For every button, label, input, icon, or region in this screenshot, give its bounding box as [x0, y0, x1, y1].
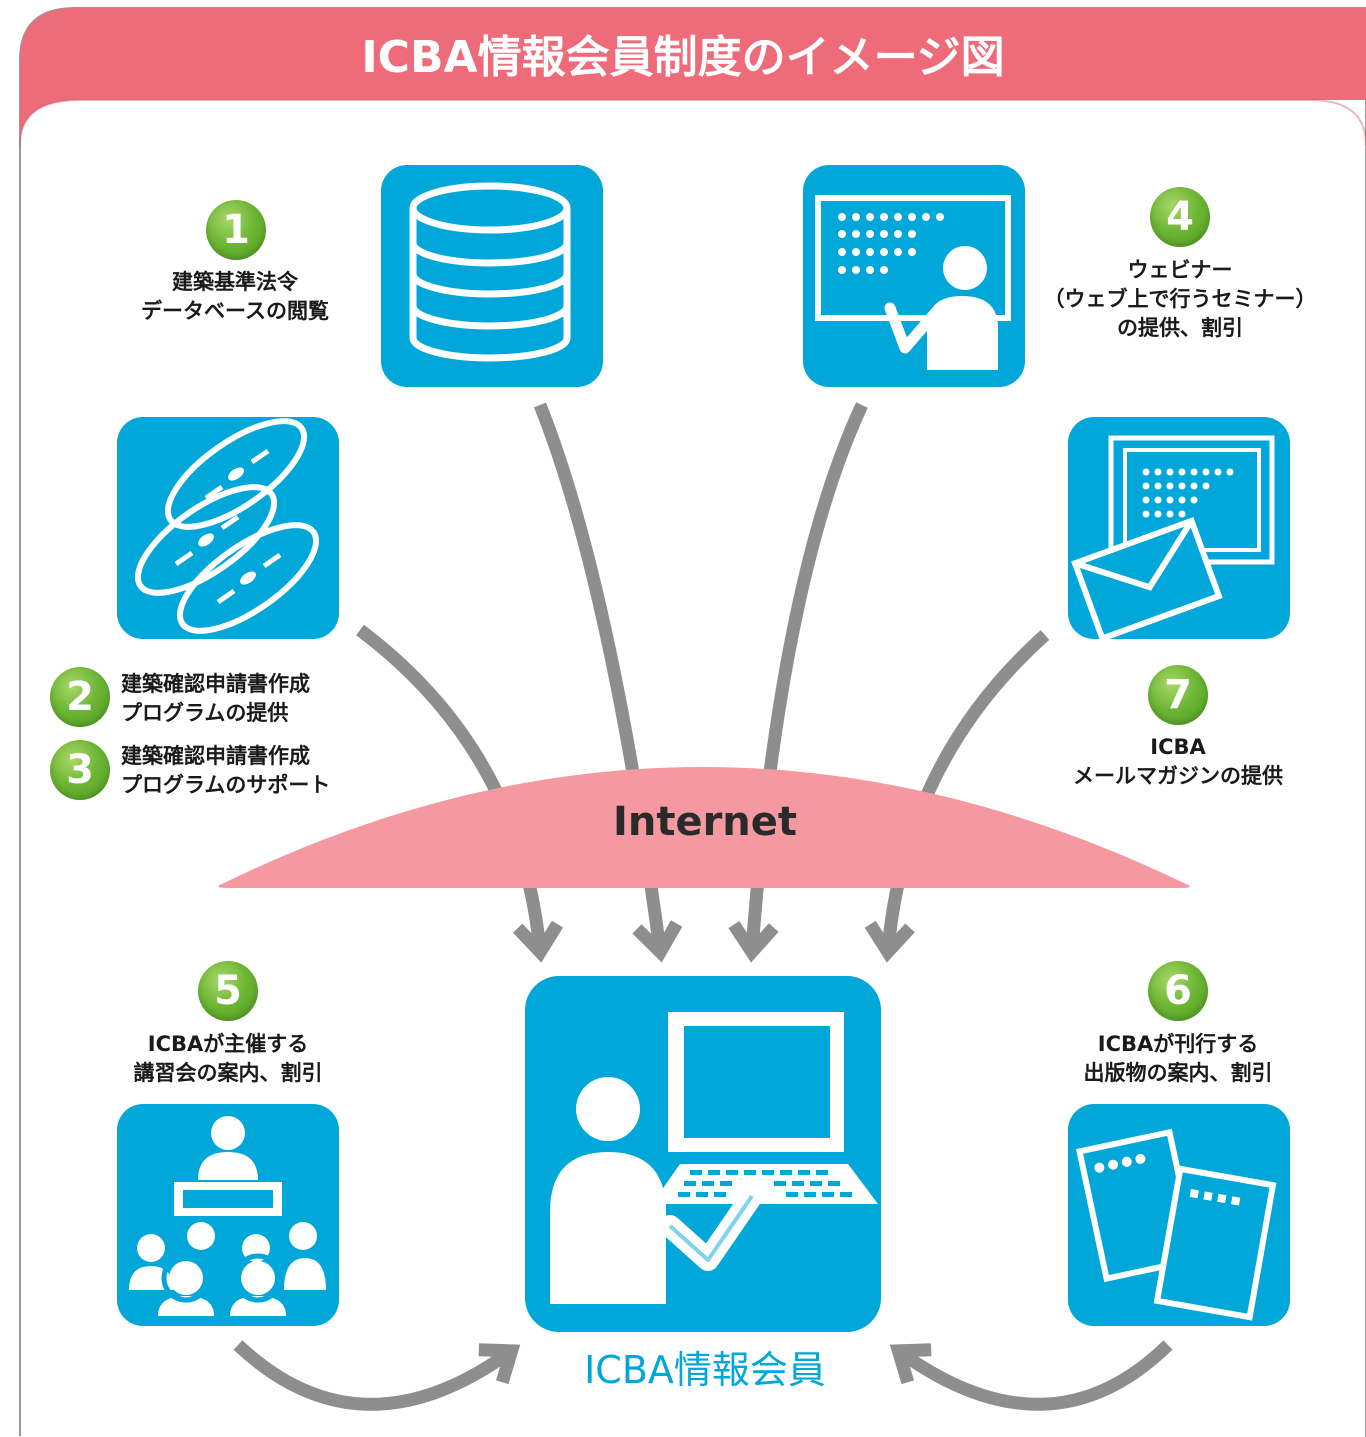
service-2-line-1: 建築確認申請書作成: [121, 672, 310, 696]
internet-cloud: [218, 767, 1190, 888]
arrow-cd: [356, 624, 540, 950]
arrow-mail: [888, 630, 1050, 950]
mail-magazine-icon: [1068, 417, 1290, 643]
service-3-line-1: 建築確認申請書作成: [121, 744, 310, 768]
badge-6: 6: [1148, 961, 1208, 1021]
service-7-line-1: ICBA: [1150, 735, 1206, 759]
badge-4: 4: [1150, 187, 1210, 247]
service-5-label: ICBAが主催する 講習会の案内、割引: [90, 1030, 366, 1088]
publications-icon: [1068, 1104, 1290, 1326]
service-6-line-2: 出版物の案内、割引: [1083, 1061, 1273, 1085]
lecture-audience-icon: [117, 1104, 339, 1326]
badge-2: 2: [50, 667, 110, 727]
service-7-line-2: メールマガジンの提供: [1073, 764, 1283, 788]
service-2-line-2: プログラムの提供: [121, 701, 289, 725]
service-2-label: 建築確認申請書作成 プログラムの提供: [121, 670, 310, 728]
member-label: ICBA情報会員: [584, 1348, 826, 1392]
service-1-label: 建築基準法令 データベースの閲覧: [90, 268, 380, 326]
arrow-lecture: [233, 1340, 510, 1411]
service-1-line-1: 建築基準法令: [172, 270, 298, 294]
service-7-label: ICBA メールマガジンの提供: [1040, 733, 1316, 791]
badge-7: 7: [1148, 665, 1208, 725]
page-title: ICBA情報会員制度のイメージ図: [361, 32, 1005, 83]
service-3-label: 建築確認申請書作成 プログラムのサポート: [121, 742, 330, 800]
service-4-label: ウェビナー （ウェブ上で行うセミナー） の提供、割引: [1030, 256, 1330, 343]
service-4-line-3: の提供、割引: [1117, 316, 1243, 340]
badge-5: 5: [198, 961, 258, 1021]
webinar-presenter-icon: [803, 165, 1025, 387]
badge-1: 1: [206, 200, 266, 260]
internet-label: Internet: [612, 799, 798, 845]
service-6-label: ICBAが刊行する 出版物の案内、割引: [1040, 1030, 1316, 1088]
service-4-line-2: （ウェブ上で行うセミナー）: [1043, 287, 1317, 311]
badge-3: 3: [50, 740, 110, 800]
service-4-line-1: ウェビナー: [1127, 258, 1233, 282]
title-band: [20, 8, 1366, 145]
service-5-line-2: 講習会の案内、割引: [133, 1061, 323, 1085]
content-panel: [19, 99, 1366, 146]
cd-discs-icon: [117, 417, 339, 639]
service-5-line-1: ICBAが主催する: [147, 1032, 309, 1056]
arrow-publications: [900, 1340, 1173, 1411]
database-icon: [381, 165, 603, 387]
member-computer-icon: [525, 976, 881, 1332]
service-6-line-1: ICBAが刊行する: [1097, 1032, 1259, 1056]
service-3-line-2: プログラムのサポート: [121, 773, 331, 797]
service-1-line-2: データベースの閲覧: [141, 299, 329, 323]
